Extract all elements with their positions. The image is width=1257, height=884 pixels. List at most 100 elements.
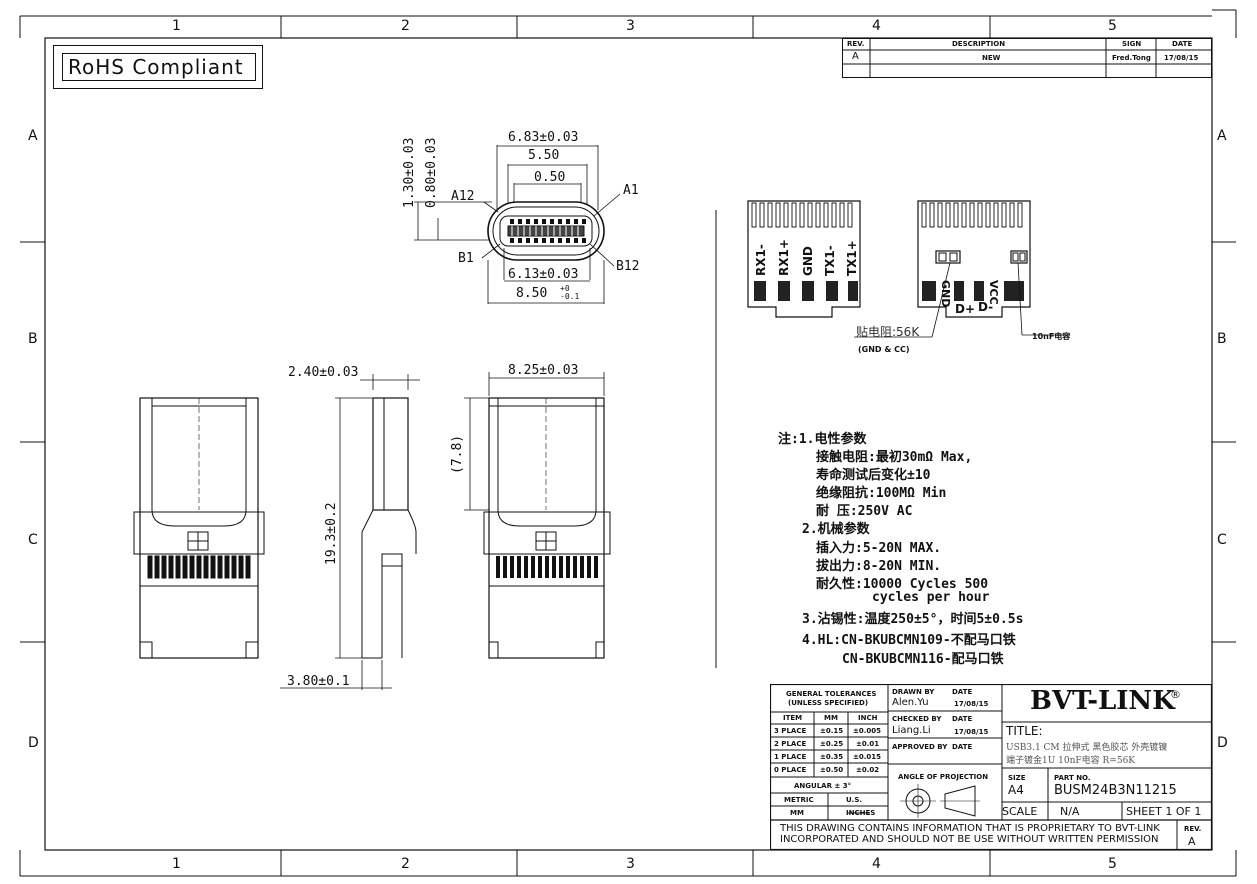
tol-row-3-item: 1 PLACE	[774, 753, 807, 761]
rohs-text: RoHS Compliant	[68, 55, 244, 79]
rev-header-rev: REV.	[847, 40, 865, 48]
front-view	[414, 145, 621, 304]
scale-label: SCALE	[1002, 805, 1038, 818]
scale-value: N/A	[1060, 805, 1080, 818]
tol-row-1-item: 3 PLACE	[774, 727, 807, 735]
disclaimer-1: THIS DRAWING CONTAINS INFORMATION THAT I…	[780, 823, 1160, 834]
rev-sign-value: Fred.Tong	[1112, 54, 1151, 62]
connector-views	[133, 372, 611, 690]
tol-mm: MM	[790, 809, 804, 817]
dim-6-13: 6.13±0.03	[508, 267, 579, 282]
rev-label: REV.	[1184, 825, 1202, 833]
part-no-label: PART NO.	[1054, 774, 1091, 782]
tol-row-4-mm: ±0.50	[820, 766, 844, 774]
dim-2-40: 2.40±0.03	[288, 365, 359, 380]
registered-icon: ®	[1170, 688, 1181, 701]
grid-row-d-right: D	[1217, 735, 1228, 751]
pin-rx1-plus: RX1+	[777, 239, 791, 276]
grid-col-5-bottom: 5	[1108, 856, 1117, 872]
checked-by-name: Liang.Li	[892, 725, 931, 736]
pin-tx1-minus: TX1-	[823, 245, 837, 276]
dim-8-50: 8.50	[516, 286, 548, 301]
note-4-b: CN-BKUBCMN116-配马口铁	[842, 652, 1004, 667]
tol-us: U.S.	[846, 796, 863, 804]
note-2-title: 2.机械参数	[802, 522, 870, 537]
bottom-view	[133, 397, 265, 659]
dim-8-25: 8.25±0.03	[508, 363, 579, 378]
grid-row-b-left: B	[28, 331, 38, 347]
tol-row-2-item: 2 PLACE	[774, 740, 807, 748]
size-label: SIZE	[1008, 774, 1026, 782]
tol-row-4-item: 0 PLACE	[774, 766, 807, 774]
side-view	[280, 374, 420, 690]
title-label: TITLE:	[1006, 724, 1043, 738]
grid-row-a-left: A	[28, 128, 38, 144]
pad-dplus: D+	[955, 302, 976, 316]
label-a12: A12	[451, 189, 475, 204]
grid-row-b-right: B	[1217, 331, 1227, 347]
tol-angular: ANGULAR ± 3°	[794, 782, 852, 790]
tol-metric: METRIC	[784, 796, 814, 804]
label-b12: B12	[616, 259, 640, 274]
note-2-a: 插入力:5-20N MAX.	[816, 541, 942, 556]
grid-col-1-top: 1	[172, 18, 181, 34]
rev-desc-value: NEW	[982, 54, 1001, 62]
title-line-2: 端子镀金1U 10nF电容 R=56K	[1006, 756, 1136, 766]
grid-col-3-top: 3	[626, 18, 635, 34]
dim-7-8: (7.8)	[450, 434, 465, 474]
title-line-1: USB3.1 CM 拉伸式 黑色胶芯 外壳镀镍	[1006, 743, 1168, 753]
dim-8-50-tol-top: +0	[560, 284, 570, 293]
approved-date-label: DATE	[952, 743, 973, 751]
tol-row-2-inch: ±0.01	[856, 740, 880, 748]
tol-header-item: ITEM	[783, 714, 803, 722]
rev-date-value: 17/08/15	[1164, 54, 1199, 62]
pad-gnd: GND	[939, 280, 952, 308]
grid-col-1-bottom: 1	[172, 856, 181, 872]
rev-header-sign: SIGN	[1122, 40, 1142, 48]
tol-row-1-inch: ±0.005	[853, 727, 882, 735]
drawn-by-name: Alen.Yu	[892, 697, 929, 708]
note-1-title: 注:1.电性参数	[778, 432, 867, 447]
tol-title-2: (UNLESS SPECIFIED)	[788, 699, 869, 707]
title-block: GENERAL TOLERANCES (UNLESS SPECIFIED) IT…	[770, 684, 1212, 850]
note-2-d: cycles per hour	[872, 590, 990, 605]
note-1-a: 接触电阻:最初30mΩ Max,	[816, 450, 973, 465]
note-2-c: 耐久性:10000 Cycles 500	[816, 577, 989, 592]
part-no-value: BUSM24B3N11215	[1054, 783, 1177, 798]
rev-header-date: DATE	[1172, 40, 1193, 48]
tol-row-2-mm: ±0.25	[820, 740, 844, 748]
tol-row-3-mm: ±0.35	[820, 753, 844, 761]
drawn-by-label: DRAWN BY	[892, 688, 935, 696]
pcb-views	[747, 200, 1070, 338]
resistor-note: 贴电阻:56K	[856, 325, 920, 339]
checked-by-label: CHECKED BY	[892, 715, 942, 723]
note-4: 4.HL:CN-BKUBCMN109-不配马口铁	[802, 633, 1016, 648]
revision-table: REV. DESCRIPTION SIGN DATE A NEW Fred.To…	[842, 38, 1212, 78]
grid-row-c-right: C	[1217, 532, 1227, 548]
approved-by-label: APPROVED BY	[892, 743, 948, 751]
dim-6-83: 6.83±0.03	[508, 130, 579, 145]
rev-value-block: A	[1188, 835, 1196, 848]
grid-col-2-bottom: 2	[401, 856, 410, 872]
grid-row-d-left: D	[28, 735, 39, 751]
rohs-badge: RoHS Compliant	[53, 45, 263, 89]
note-1-c: 绝缘阻抗:100MΩ Min	[816, 486, 947, 501]
dim-19-3: 19.3±0.2	[324, 502, 339, 565]
grid-row-c-left: C	[28, 532, 38, 548]
tol-header-inch: INCH	[858, 714, 878, 722]
grid-col-4-bottom: 4	[872, 856, 881, 872]
company-logo: BVT-LINK	[1030, 686, 1175, 716]
tol-header-mm: MM	[824, 714, 838, 722]
note-3: 3.沾锡性:温度250±5°，时间5±0.5s	[802, 612, 1024, 627]
checked-date: 17/08/15	[954, 728, 989, 736]
grid-col-5-top: 5	[1108, 18, 1117, 34]
checked-date-label: DATE	[952, 715, 973, 723]
size-value: A4	[1008, 783, 1024, 797]
tol-row-3-inch: ±0.015	[853, 753, 882, 761]
grid-col-3-bottom: 3	[626, 856, 635, 872]
rev-value: A	[852, 51, 859, 62]
grid-col-2-top: 2	[401, 18, 410, 34]
dim-8-50-tol-bot: -0.1	[560, 292, 580, 301]
label-b1: B1	[458, 251, 474, 266]
